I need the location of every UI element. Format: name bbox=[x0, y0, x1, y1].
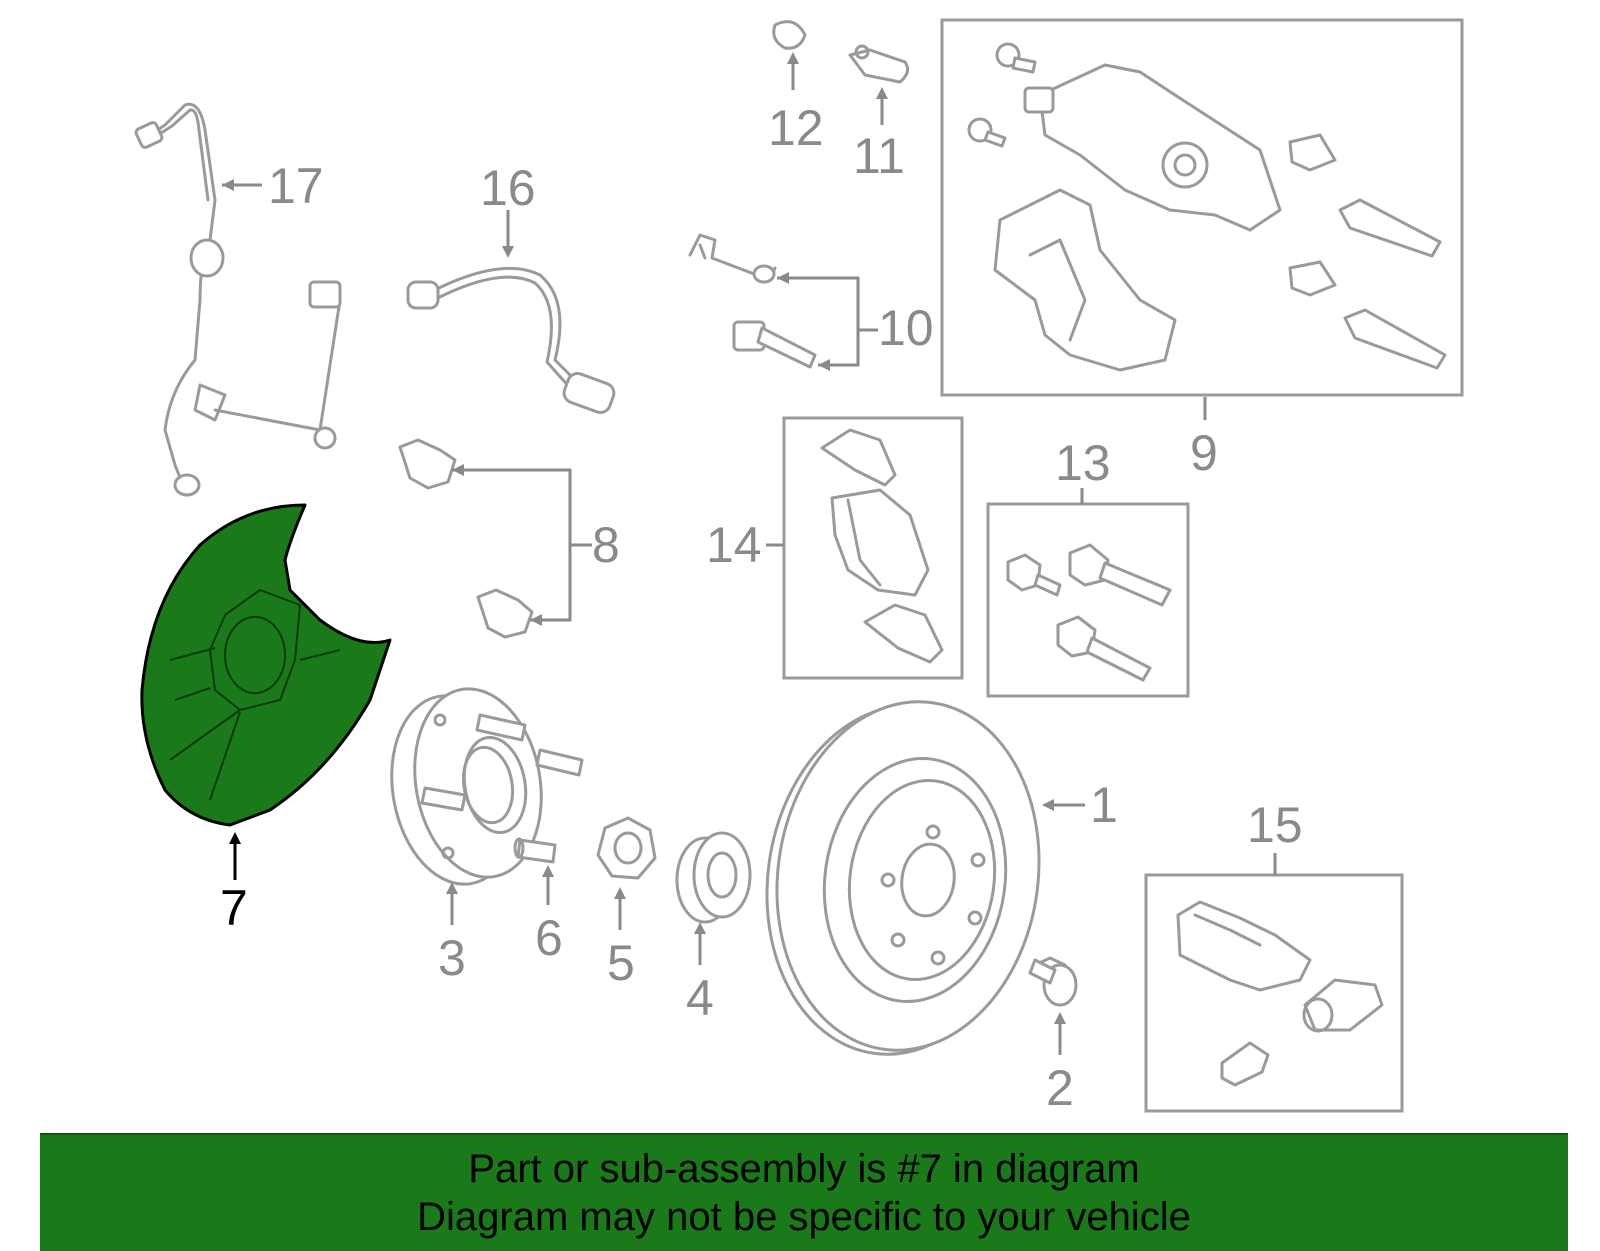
brake-hose-part-16[interactable] bbox=[406, 266, 617, 415]
leader-10 bbox=[777, 276, 878, 367]
banner-line-disclaimer: Diagram may not be specific to your vehi… bbox=[417, 1195, 1191, 1239]
callout-15[interactable]: 15 bbox=[1247, 797, 1303, 853]
info-banner: Part or sub-assembly is #7 in diagram Di… bbox=[40, 1133, 1568, 1251]
callout-3[interactable]: 3 bbox=[438, 930, 466, 986]
callout-13[interactable]: 13 bbox=[1055, 435, 1111, 491]
guide-pin-kit-box-part-13[interactable] bbox=[986, 502, 1190, 698]
caliper-body-part-9 bbox=[967, 42, 1447, 372]
callout-10[interactable]: 10 bbox=[878, 300, 934, 356]
leader-8 bbox=[452, 468, 592, 622]
callout-16[interactable]: 16 bbox=[480, 160, 536, 216]
callout-8[interactable]: 8 bbox=[592, 517, 620, 573]
hardware-kit-part-15 bbox=[1176, 900, 1384, 1087]
callout-2[interactable]: 2 bbox=[1046, 1060, 1074, 1116]
callout-7[interactable]: 7 bbox=[220, 880, 248, 936]
callout-11[interactable]: 11 bbox=[853, 128, 905, 184]
callout-5[interactable]: 5 bbox=[607, 935, 635, 991]
abs-sensor-wire-part-17[interactable] bbox=[134, 102, 342, 497]
hub-seal-part-4[interactable] bbox=[675, 831, 752, 924]
brake-rotor-part-1[interactable] bbox=[745, 685, 1061, 1072]
brake-pad-box-part-14[interactable] bbox=[782, 416, 964, 680]
callout-4[interactable]: 4 bbox=[686, 970, 714, 1026]
callout-14[interactable]: 14 bbox=[706, 517, 762, 573]
wheel-stud-part-6[interactable] bbox=[513, 837, 557, 864]
shield-bolts-part-8[interactable] bbox=[398, 438, 534, 639]
hub-nut-part-5[interactable] bbox=[596, 816, 657, 880]
brake-pads-part-14 bbox=[820, 428, 944, 664]
bleeder-cap-part-12[interactable] bbox=[772, 20, 807, 50]
rotor-screw-part-2[interactable] bbox=[1028, 956, 1078, 1007]
callout-17[interactable]: 17 bbox=[268, 158, 324, 214]
caliper-assembly-box-part-9[interactable] bbox=[940, 18, 1464, 397]
banner-line-part-number: Part or sub-assembly is #7 in diagram bbox=[468, 1147, 1140, 1191]
dust-shield-part-7[interactable] bbox=[140, 503, 392, 827]
bleeder-screw-part-11[interactable] bbox=[848, 44, 910, 84]
callout-6[interactable]: 6 bbox=[535, 910, 563, 966]
callout-9[interactable]: 9 bbox=[1190, 425, 1218, 481]
caliper-clip-and-bolt-part-10[interactable] bbox=[688, 233, 817, 369]
guide-pins-part-13 bbox=[1006, 543, 1172, 682]
callout-12[interactable]: 12 bbox=[768, 100, 824, 156]
callout-1[interactable]: 1 bbox=[1090, 777, 1118, 833]
wheel-hub-part-3[interactable] bbox=[377, 679, 584, 895]
